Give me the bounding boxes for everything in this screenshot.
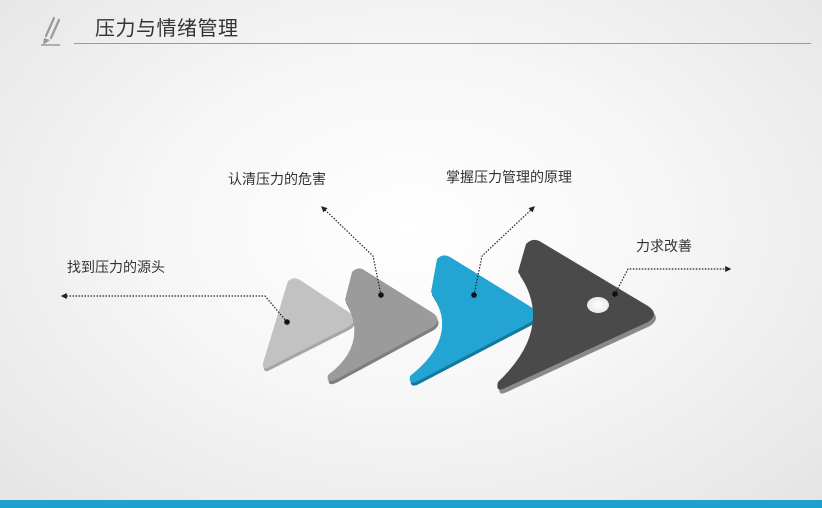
step-4-label: 力求改善	[636, 239, 692, 255]
title-divider	[74, 43, 811, 44]
leader-line-3	[473, 206, 535, 296]
step-4-hole	[587, 297, 609, 313]
anchor-dot-3	[471, 292, 477, 298]
step-1-label: 找到压力的源头	[67, 260, 165, 276]
step-3-label: 掌握压力管理的原理	[446, 170, 572, 186]
bottom-accent-bar	[0, 500, 822, 508]
step-2-label: 认清压力的危害	[228, 172, 326, 188]
page-title: 压力与情绪管理	[95, 16, 239, 40]
step-1-shape	[262, 278, 355, 372]
anchor-dot-2	[378, 292, 384, 298]
leader-line-4	[614, 266, 732, 295]
step-3-shape	[409, 255, 537, 386]
pencil-icon	[41, 16, 61, 46]
leader-line-2	[321, 206, 382, 296]
anchor-dot-4	[612, 291, 618, 297]
step-4-shape	[497, 239, 656, 394]
anchor-dot-1	[284, 319, 290, 325]
leader-line-1	[60, 293, 288, 323]
step-2-shape	[327, 268, 439, 385]
